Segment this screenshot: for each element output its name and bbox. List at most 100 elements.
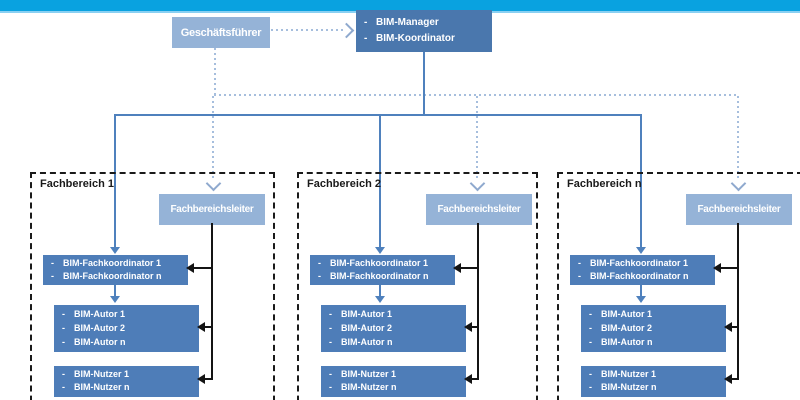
role-label: BIM-Autor 2: [74, 323, 125, 333]
role-line: -BIM-Autor 2: [581, 321, 726, 335]
connector-black-stub-fb2-autor: [472, 326, 477, 328]
connector-black-stub-fb1-nutzer: [205, 378, 213, 380]
node-bim-manager-label: BIM-Manager: [376, 17, 439, 28]
group-label: Fachbereich n: [567, 178, 642, 190]
bullet-dash: -: [364, 33, 368, 44]
role-line: -BIM-Autor n: [321, 335, 466, 349]
connector-solid-horizontal: [114, 114, 642, 116]
role-label: BIM-Nutzer n: [601, 382, 657, 392]
role-label: BIM-Nutzer n: [341, 382, 397, 392]
connector-dotted-drop-fbn: [737, 96, 739, 179]
node-bim-fachkoordinator: -BIM-Fachkoordinator 1 -BIM-Fachkoordina…: [310, 255, 455, 285]
group-label: Fachbereich 1: [40, 178, 114, 190]
role-line: -BIM-Fachkoordinator n: [43, 270, 188, 283]
group-label: Fachbereich 2: [307, 178, 381, 190]
bullet-dash: -: [51, 271, 54, 281]
role-label: BIM-Nutzer n: [74, 382, 130, 392]
arrowhead-left-icon: [713, 263, 721, 273]
connector-black-stub-fbn-autor: [732, 326, 737, 328]
arrowhead-left-icon: [453, 263, 461, 273]
connector-black-stub-fb2-nutzer: [472, 378, 479, 380]
arrowhead-down-icon: [636, 247, 646, 254]
connector-black-stub-fbn-fk: [721, 267, 737, 269]
node-bim-manager-line: - BIM-Manager: [356, 15, 492, 31]
connector-solid-fk-to-autor-fb2: [379, 283, 381, 296]
arrowhead-down-icon: [636, 296, 646, 303]
connector-dotted-horizontal: [214, 94, 738, 96]
bullet-dash: -: [364, 17, 368, 28]
arrowhead-left-icon: [724, 322, 732, 332]
connector-solid-manager-down: [423, 52, 425, 114]
connector-solid-drop-fb2: [379, 114, 381, 247]
connector-solid-fk-to-autor-fb1: [114, 283, 116, 296]
bullet-dash: -: [578, 258, 581, 268]
bullet-dash: -: [329, 323, 332, 333]
node-bim-autor: -BIM-Autor 1 -BIM-Autor 2 -BIM-Autor n: [321, 305, 466, 352]
arrowhead-left-icon: [186, 263, 194, 273]
bullet-dash: -: [329, 337, 332, 347]
connector-black-leiter-down-fb1: [211, 223, 213, 380]
bullet-dash: -: [329, 309, 332, 319]
node-bim-nutzer: -BIM-Nutzer 1 -BIM-Nutzer n: [321, 366, 466, 397]
role-label: BIM-Nutzer 1: [601, 369, 657, 379]
arrowhead-down-icon: [110, 296, 120, 303]
node-bim-autor: -BIM-Autor 1 -BIM-Autor 2 -BIM-Autor n: [581, 305, 726, 352]
arrowhead-down-icon: [110, 247, 120, 254]
role-line: -BIM-Nutzer n: [321, 381, 466, 394]
connector-dotted-gf-to-manager: [271, 29, 343, 31]
role-label: BIM-Fachkoordinator n: [330, 271, 429, 281]
role-label: BIM-Autor n: [341, 337, 393, 347]
bullet-dash: -: [62, 323, 65, 333]
node-bim-nutzer: -BIM-Nutzer 1 -BIM-Nutzer n: [54, 366, 199, 397]
node-fachbereichsleiter-label: Fachbereichsleiter: [697, 204, 781, 215]
bullet-dash: -: [318, 271, 321, 281]
arrowhead-left-icon: [464, 322, 472, 332]
node-geschaeftsfuehrer-label: Geschäftsführer: [180, 26, 262, 39]
role-line: -BIM-Autor n: [581, 335, 726, 349]
node-bim-nutzer: -BIM-Nutzer 1 -BIM-Nutzer n: [581, 366, 726, 397]
role-label: BIM-Fachkoordinator 1: [590, 258, 689, 268]
node-bim-manager: - BIM-Manager - BIM-Koordinator: [356, 10, 492, 52]
group-fachbereich-n: Fachbereich n Fachbereichsleiter -BIM-Fa…: [557, 172, 800, 400]
connector-dotted-drop-fb1: [212, 96, 214, 179]
connector-black-stub-fb1-autor: [205, 326, 211, 328]
role-line: -BIM-Fachkoordinator 1: [43, 257, 188, 270]
connector-solid-drop-fb1: [114, 114, 116, 247]
role-line: -BIM-Autor 2: [54, 321, 199, 335]
node-bim-autor: -BIM-Autor 1 -BIM-Autor 2 -BIM-Autor n: [54, 305, 199, 352]
role-line: -BIM-Autor 1: [581, 307, 726, 321]
connector-black-stub-fb2-fk: [461, 267, 477, 269]
bullet-dash: -: [51, 258, 54, 268]
bullet-dash: -: [589, 309, 592, 319]
connector-dotted-gf-down: [214, 48, 216, 94]
connector-black-leiter-down-fbn: [737, 223, 739, 380]
node-fachbereichsleiter: Fachbereichsleiter: [426, 194, 532, 225]
arrowhead-left-icon: [197, 322, 205, 332]
node-fachbereichsleiter-label: Fachbereichsleiter: [170, 204, 254, 215]
connector-dotted-drop-fb2: [476, 96, 478, 179]
role-line: -BIM-Fachkoordinator n: [570, 270, 715, 283]
node-fachbereichsleiter: Fachbereichsleiter: [686, 194, 792, 225]
group-fachbereich-2: Fachbereich 2 Fachbereichsleiter -BIM-Fa…: [297, 172, 538, 400]
bullet-dash: -: [62, 337, 65, 347]
role-line: -BIM-Nutzer n: [581, 381, 726, 394]
arrowhead-left-icon: [464, 374, 472, 384]
role-label: BIM-Autor 1: [601, 309, 652, 319]
role-label: BIM-Nutzer 1: [341, 369, 397, 379]
arrowhead-down-icon: [375, 296, 385, 303]
role-line: -BIM-Nutzer 1: [54, 368, 199, 381]
arrowhead-left-icon: [724, 374, 732, 384]
bullet-dash: -: [578, 271, 581, 281]
role-label: BIM-Autor 1: [74, 309, 125, 319]
bullet-dash: -: [589, 382, 592, 392]
node-bim-fachkoordinator: -BIM-Fachkoordinator 1 -BIM-Fachkoordina…: [570, 255, 715, 285]
role-line: -BIM-Fachkoordinator 1: [310, 257, 455, 270]
bullet-dash: -: [329, 382, 332, 392]
role-label: BIM-Autor n: [74, 337, 126, 347]
role-line: -BIM-Nutzer 1: [581, 368, 726, 381]
arrowhead-left-icon: [197, 374, 205, 384]
bullet-dash: -: [62, 309, 65, 319]
connector-solid-drop-fbn: [640, 114, 642, 247]
bullet-dash: -: [318, 258, 321, 268]
connector-black-stub-fbn-nutzer: [732, 378, 739, 380]
